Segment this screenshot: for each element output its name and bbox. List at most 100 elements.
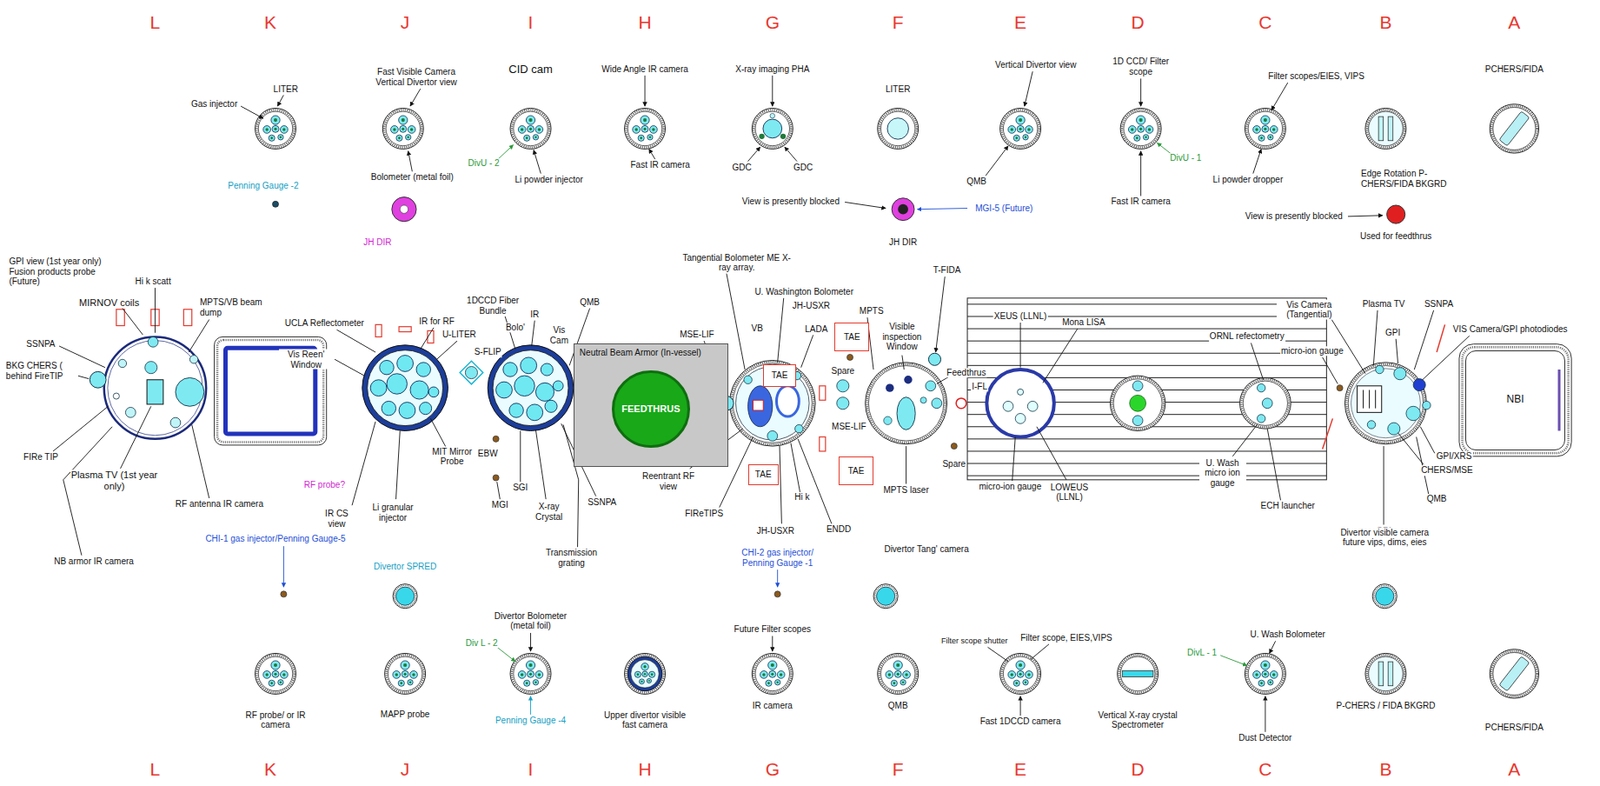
port-part — [280, 126, 289, 134]
port-part — [400, 660, 410, 670]
bay-A-nbi-flange — [1459, 344, 1572, 457]
port-part — [509, 403, 524, 418]
port-label: RF antenna IR camera — [174, 498, 265, 510]
port-part — [272, 125, 279, 133]
port-part — [1365, 107, 1407, 149]
port-part — [641, 663, 649, 671]
port-label: Bolometer (metal foil) — [370, 172, 455, 184]
port-part — [532, 134, 538, 140]
port-part — [1375, 365, 1384, 373]
leader-line — [1036, 426, 1067, 480]
port-part — [760, 670, 769, 679]
port-part — [1322, 418, 1334, 449]
leader-line — [1373, 310, 1378, 366]
port-part — [876, 586, 896, 605]
port-part — [648, 679, 651, 682]
port-label: Fast Visible Camera Vertical Divertor vi… — [363, 66, 470, 87]
port-label: CHERS/MSE — [1420, 465, 1474, 477]
port-part — [1493, 651, 1536, 695]
port-part — [630, 659, 659, 688]
leader-line — [77, 375, 89, 379]
port-flange — [510, 107, 552, 149]
port-part — [847, 353, 854, 360]
port-flange — [1000, 107, 1042, 149]
port-flange — [624, 652, 666, 694]
port-label: micro-ion gauge — [978, 481, 1043, 492]
port-part — [956, 398, 967, 409]
port-label: Wide Angle IR camera — [600, 64, 690, 75]
port-label: Fast 1DCCD camera — [979, 716, 1063, 727]
port-part — [819, 385, 826, 400]
port-part — [396, 134, 403, 141]
port-part — [255, 652, 297, 694]
port-part — [1010, 127, 1014, 131]
port-part — [263, 670, 272, 679]
port-part — [395, 672, 399, 676]
leader-line — [1395, 338, 1398, 364]
port-part — [1347, 365, 1423, 441]
leader-line — [1020, 696, 1022, 716]
port-part — [510, 652, 552, 694]
port-part — [1261, 398, 1273, 409]
port-flange — [1000, 652, 1042, 694]
port-part — [1263, 118, 1268, 122]
port-label: 1D CCD/ Filter scope — [1109, 56, 1173, 77]
port-part — [118, 358, 127, 367]
port-part — [273, 118, 278, 122]
port-label: XEUS (LLNL) — [993, 311, 1049, 322]
leader-line — [1140, 78, 1142, 107]
port-part — [768, 660, 777, 670]
bay-letter: E — [1013, 12, 1028, 34]
port-part — [525, 681, 529, 684]
port-part — [511, 109, 550, 147]
port-label: Divertor visible camera future vips, dim… — [1329, 526, 1441, 547]
port-label: IR CS view — [314, 508, 359, 529]
port-part — [398, 115, 408, 125]
port-part — [255, 107, 297, 149]
leader-line — [1322, 357, 1339, 385]
port-part — [535, 382, 554, 401]
port-part — [751, 107, 793, 149]
port-part — [875, 584, 897, 607]
bay-letter: G — [764, 758, 781, 780]
leader-line — [1414, 310, 1434, 370]
port-flange — [877, 107, 919, 149]
port-part — [503, 362, 518, 377]
port-part — [1374, 584, 1396, 607]
leader-line — [1232, 424, 1257, 456]
leader-line — [336, 329, 376, 352]
port-part — [1119, 654, 1157, 692]
bay-letter: D — [1130, 12, 1146, 34]
port-part — [891, 198, 915, 221]
port-part — [779, 672, 783, 676]
leader-line — [530, 696, 532, 715]
port-part — [730, 361, 814, 445]
port-label: Transmission grating — [537, 547, 607, 568]
port-part — [1260, 681, 1263, 684]
bay-letter: C — [1257, 12, 1273, 34]
tae-box: TAE — [748, 464, 779, 485]
port-part — [1015, 413, 1026, 425]
port-part — [273, 672, 277, 676]
port-part — [513, 656, 548, 691]
port-part — [1002, 656, 1037, 691]
port-label: MIT Mirror Probe — [427, 445, 478, 466]
port-part — [1387, 205, 1406, 224]
port-part — [894, 670, 902, 678]
leader-line — [985, 146, 1009, 176]
port-part — [279, 136, 283, 140]
port-part — [256, 654, 294, 692]
port-part — [1374, 390, 1376, 409]
port-part — [258, 111, 293, 146]
leader-line — [726, 273, 745, 370]
port-part — [1489, 649, 1539, 698]
port-part — [950, 443, 957, 450]
port-part — [1018, 663, 1023, 667]
port-part — [904, 672, 908, 676]
leader-line — [1264, 696, 1266, 732]
leader-line — [1420, 426, 1435, 454]
port-part — [280, 590, 287, 598]
